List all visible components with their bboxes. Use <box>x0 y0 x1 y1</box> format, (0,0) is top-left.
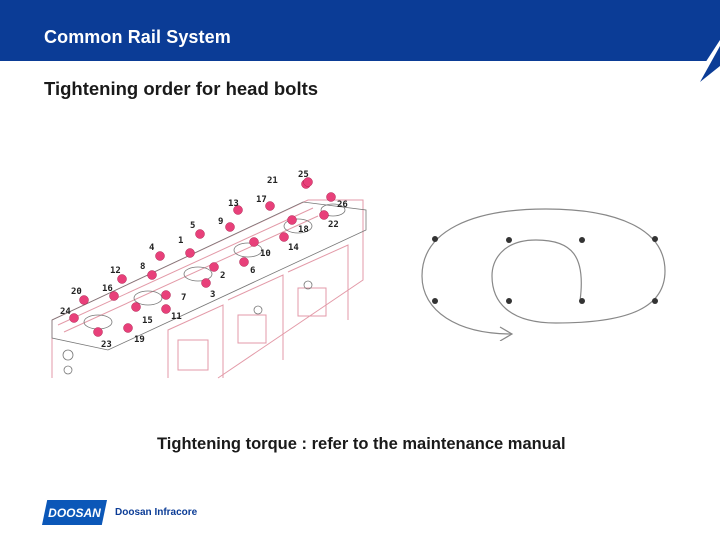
bolt-20 <box>79 295 89 305</box>
bolt-18 <box>287 215 297 225</box>
bolt-label-5: 5 <box>190 221 195 231</box>
bolt-23 <box>93 327 103 337</box>
bolt-16 <box>109 291 119 301</box>
bolt-label-23: 23 <box>101 340 112 350</box>
bolt-label-7: 7 <box>181 293 186 303</box>
bolt-6 <box>239 257 249 267</box>
header-bar: Common Rail System <box>0 0 720 82</box>
bolt-label-2: 2 <box>220 271 225 281</box>
bolt-24 <box>69 313 79 323</box>
bolt-label-8: 8 <box>140 262 145 272</box>
bolt-label-17: 17 <box>256 195 267 205</box>
bolt-label-11: 11 <box>171 312 182 322</box>
bolt-3 <box>201 278 211 288</box>
bolt-5 <box>195 229 205 239</box>
header-swoosh-icon <box>694 40 720 82</box>
bolt-label-13: 13 <box>228 199 239 209</box>
doosan-logo: DOOSAN Doosan Infracore <box>42 500 197 525</box>
bolt-15 <box>131 302 141 312</box>
bolt-label-10: 10 <box>260 249 271 259</box>
bolt-markers <box>69 177 336 337</box>
bolt-9 <box>225 222 235 232</box>
slide-title: Tightening order for head bolts <box>44 78 319 99</box>
bolt-12 <box>117 274 127 284</box>
bolt-label-9: 9 <box>218 217 223 227</box>
bolt-label-16: 16 <box>102 284 113 294</box>
bolt-13 <box>233 205 243 215</box>
bolt-17 <box>265 201 275 211</box>
bolt-label-12: 12 <box>110 266 121 276</box>
bolt-11 <box>161 304 171 314</box>
bolt-8 <box>147 270 157 280</box>
bolt-label-20: 20 <box>71 287 82 297</box>
doosan-logo-text: Doosan Infracore <box>115 507 198 518</box>
tightening-order-spiral <box>421 208 666 341</box>
arrow-head-icon <box>499 326 514 341</box>
bolt-7 <box>161 290 171 300</box>
bolt-label-24: 24 <box>60 307 71 317</box>
header-title: Common Rail System <box>44 27 231 47</box>
bolt-label-1: 1 <box>178 236 183 246</box>
bolt-4 <box>155 251 165 261</box>
bolt-22 <box>319 210 329 220</box>
bolt-label-21: 21 <box>267 176 278 186</box>
bolt-label-25: 25 <box>298 170 309 180</box>
bolt-1 <box>185 248 195 258</box>
bolt-2 <box>209 262 219 272</box>
torque-note: Tightening torque : refer to the mainten… <box>157 435 566 453</box>
cylinder-head-figure: 1 2 3 4 5 6 7 8 9 10 11 12 13 14 15 16 1… <box>51 170 367 379</box>
bolt-label-19: 19 <box>134 335 145 345</box>
bolt-label-18: 18 <box>298 225 309 235</box>
doosan-logo-mark: DOOSAN <box>42 500 107 525</box>
bolt-label-26: 26 <box>337 200 348 210</box>
bolt-26 <box>326 192 336 202</box>
bolt-label-6: 6 <box>250 266 255 276</box>
bolt-label-4: 4 <box>149 243 155 253</box>
bolt-label-22: 22 <box>328 220 339 230</box>
bolt-10 <box>249 237 259 247</box>
spiral-path <box>421 208 666 335</box>
bolt-14 <box>279 232 289 242</box>
bolt-19 <box>123 323 133 333</box>
bolt-label-14: 14 <box>288 243 299 253</box>
bolt-label-15: 15 <box>142 316 153 326</box>
bolt-label-3: 3 <box>210 290 215 300</box>
bolt-25 <box>303 177 313 187</box>
